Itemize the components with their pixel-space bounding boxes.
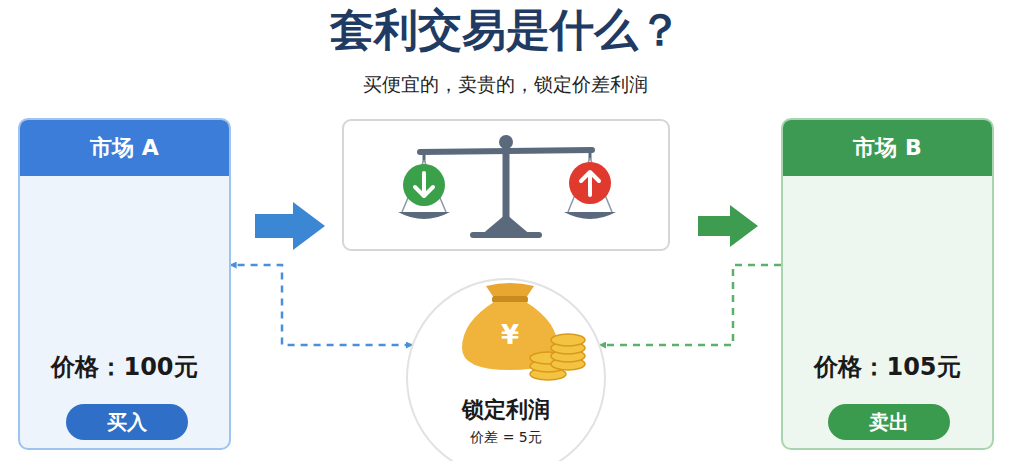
flow-arrow	[698, 205, 758, 247]
dashed-connector	[600, 265, 781, 345]
flow-arrow	[255, 202, 325, 250]
button-label: 卖出	[869, 409, 909, 436]
price-difference: 价差 = 5元	[408, 428, 604, 446]
subtitle: 买便宜的，卖贵的，锁定价差利润	[0, 70, 1011, 98]
button-label: 买入	[107, 409, 147, 436]
action-button: 卖出	[828, 404, 950, 440]
panel-header: 市场 B	[783, 120, 992, 176]
panel-header: 市场 A	[20, 120, 229, 176]
market-panel: 市场 A 价格：100元买入	[18, 118, 231, 450]
dashed-connector	[231, 265, 412, 345]
market-panel: 市场 B 价格：105元卖出	[781, 118, 994, 450]
price-text: 价格：105元	[783, 352, 992, 382]
scale-box	[343, 120, 669, 250]
profit-title: 锁定利润	[408, 396, 604, 424]
balance-scale	[398, 135, 616, 238]
action-button: 买入	[66, 404, 188, 440]
title: 套利交易是什么？	[0, 2, 1011, 58]
currency-symbol: ¥	[490, 320, 530, 350]
price-text: 价格：100元	[20, 352, 229, 382]
